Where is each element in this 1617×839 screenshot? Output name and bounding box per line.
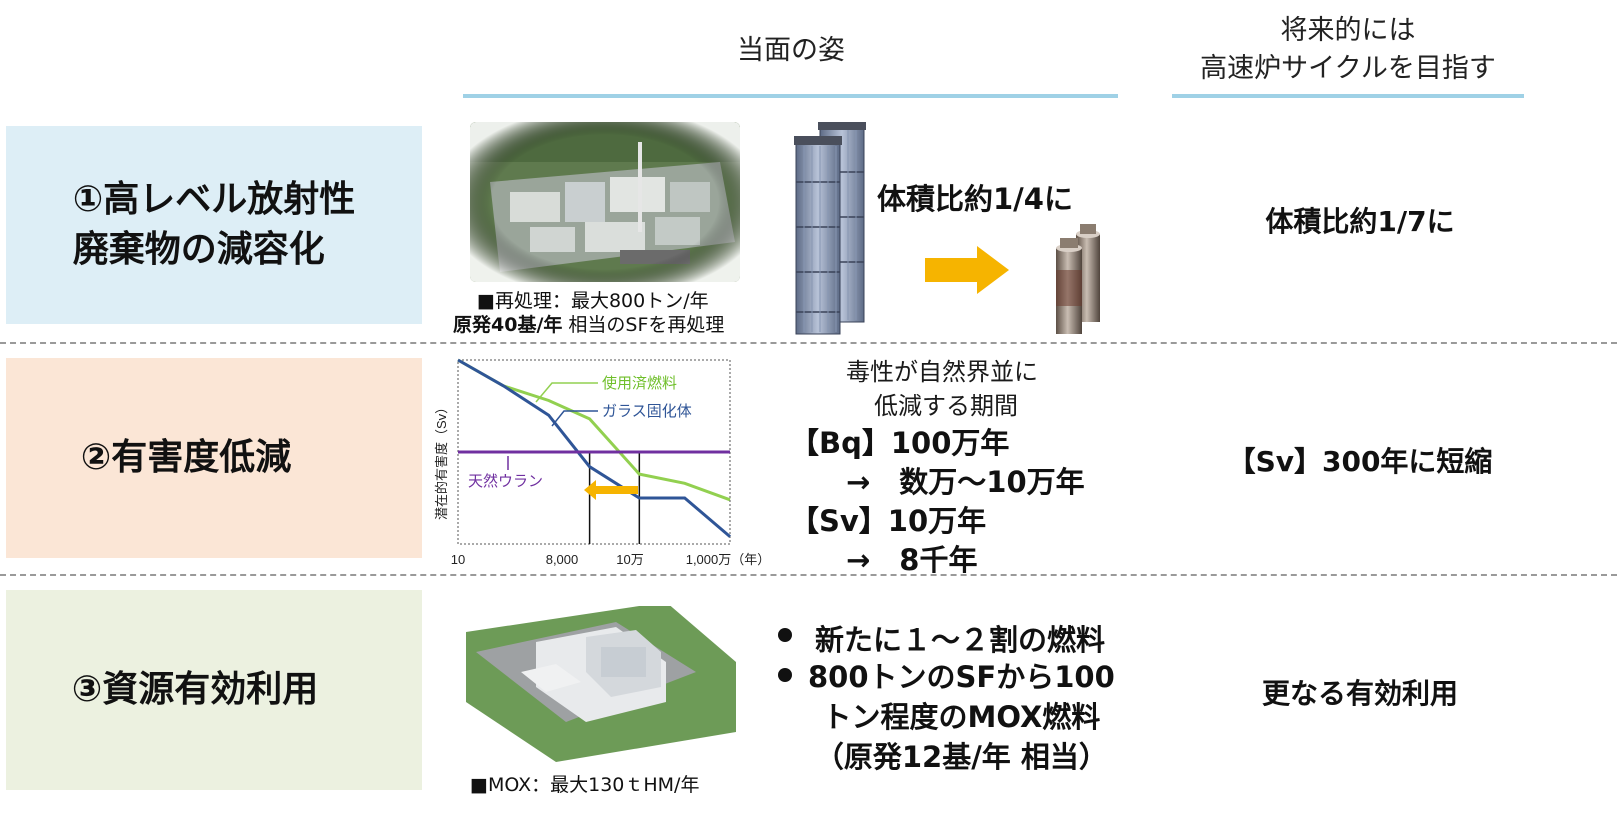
bullet-1: 新たに１～２割の燃料: [815, 623, 1106, 657]
bq-period: 【Bq】100万年: [790, 426, 1010, 460]
legend-natural-uranium: 天然ウラン: [468, 473, 543, 490]
mox-caption: ■MOX：最大130ｔHM/年: [470, 774, 700, 796]
x-tick-label: 1,000万（年）: [686, 552, 771, 567]
x-tick-label: 10: [451, 552, 465, 567]
mox-plant-image: [466, 592, 736, 762]
series-vitrified-line: [457, 358, 731, 538]
row-divider-1: [0, 342, 1617, 344]
reduction-arrow-1: [925, 246, 1009, 294]
reprocessing-caption-1: ■再処理：最大800トン/年: [477, 290, 709, 312]
toxicity-chart: 潜在的有害度（Sv） 10 8,000 10万 1,000万（年） 使用済燃料 …: [430, 356, 780, 574]
vitrified-canister-icon: [1054, 220, 1104, 338]
sv-period: 【Sv】10万年: [790, 504, 987, 538]
header-future-line2: 高速炉サイクルを目指す: [1200, 53, 1496, 84]
y-axis-label: 潜在的有害度（Sv）: [434, 401, 449, 520]
legend-spent-fuel: 使用済燃料: [602, 374, 677, 392]
volume-ratio-future: 体積比約1/7に: [1265, 205, 1455, 238]
legend-leader-vitrified: [551, 410, 598, 427]
reprocessing-plant-image: [470, 122, 740, 282]
reprocessing-caption-2-rest: 相当のSFを再処理: [562, 314, 725, 336]
bullet-dot-1: [778, 628, 792, 642]
row3-label: ③資源有効利用: [71, 669, 319, 710]
volume-ratio-current: 体積比約1/4に: [877, 182, 1073, 216]
row-divider-2: [0, 574, 1617, 576]
row2-label-box: ②有害度低減: [6, 358, 422, 558]
fuel-assembly-icon: [792, 102, 872, 342]
header-current-underline: [463, 94, 1118, 98]
bullet-dot-2: [778, 668, 792, 682]
toxicity-intro-1: 毒性が自然界並に: [846, 358, 1038, 386]
header-future-underline: [1172, 94, 1524, 98]
row1-label: ①高レベル放射性 廃棄物の減容化: [72, 179, 356, 270]
bq-reduced: → 数万～10万年: [846, 465, 1085, 499]
row2-label: ②有害度低減: [80, 437, 292, 478]
row3-label-box: ③資源有効利用: [6, 590, 422, 790]
x-tick-label: 10万: [616, 552, 643, 567]
resource-future: 更なる有効利用: [1261, 677, 1458, 710]
row1-label-box: ①高レベル放射性 廃棄物の減容化: [6, 126, 422, 324]
reprocessing-caption-2-bold: 原発40基/年: [453, 314, 563, 336]
toxicity-future: 【Sv】300年に短縮: [1227, 445, 1493, 478]
period-arrow: [584, 480, 638, 500]
sv-reduced: → 8千年: [846, 543, 978, 577]
legend-vitrified: ガラス固化体: [602, 403, 692, 420]
bullet-2: 800トンのSFから100 トン程度のMOX燃料 （原発12基/年 相当）: [808, 660, 1115, 774]
header-future-line1: 将来的には: [1280, 15, 1416, 46]
legend-leader-spent-fuel: [535, 382, 598, 403]
header-current: 当面の姿: [737, 35, 845, 66]
x-tick-label: 8,000: [546, 552, 579, 567]
toxicity-intro-2: 低減する期間: [874, 392, 1018, 420]
reprocessing-caption-2: 原発40基/年 相当のSFを再処理: [453, 310, 724, 337]
